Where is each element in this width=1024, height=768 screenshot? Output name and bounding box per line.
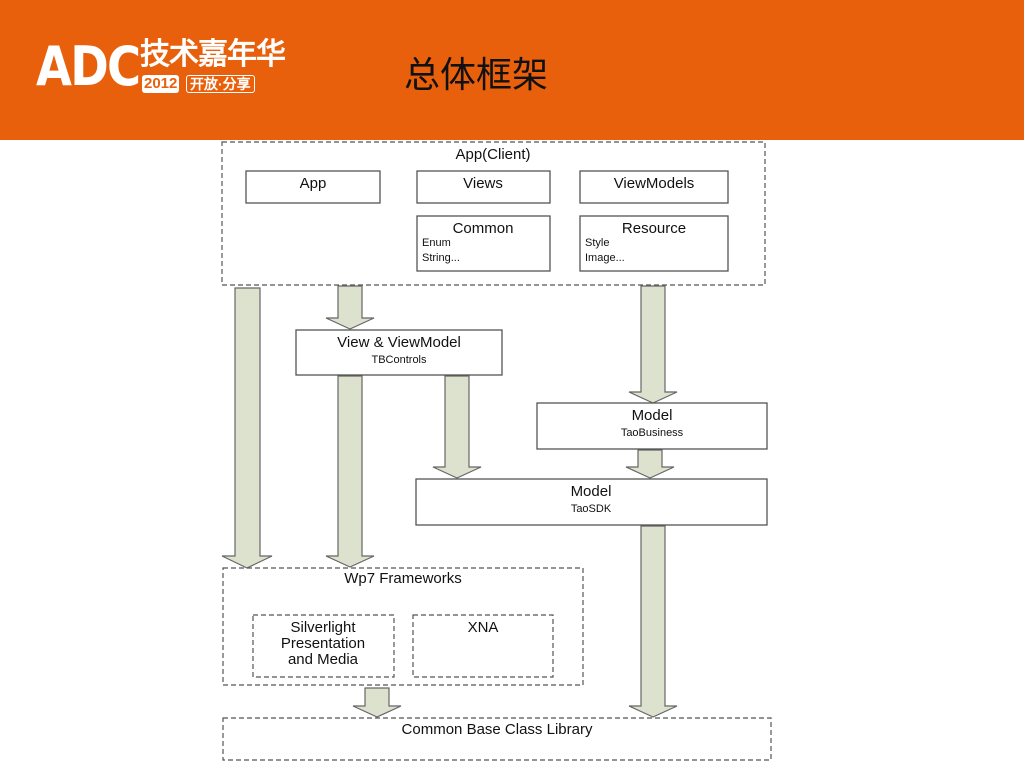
viewmodels-label: ViewModels — [614, 175, 695, 192]
frameworks-group-border — [222, 567, 584, 686]
header-bar: ADC 技术嘉年华 2012 开放·分享 总体框架 — [0, 0, 1024, 140]
resource-box — [579, 215, 729, 272]
silverlight-line: Presentation — [281, 635, 365, 652]
resource-item: Image... — [585, 252, 625, 264]
app-box — [245, 170, 381, 204]
common-label: Common — [453, 220, 514, 237]
model-business-sub: TaoBusiness — [621, 427, 684, 439]
arrow-frameworks-to-base-library — [352, 687, 402, 718]
views-label: Views — [463, 175, 503, 192]
app-label: App — [300, 175, 327, 192]
viewmodels-box — [579, 170, 729, 204]
frameworks-group-label: Wp7 Frameworks — [344, 570, 462, 587]
slide-title: 总体框架 — [404, 55, 549, 96]
view-viewmodel-label: View & ViewModel — [337, 334, 461, 351]
model-sdk-sub: TaoSDK — [571, 503, 612, 515]
view-viewmodel-box — [295, 329, 503, 376]
model-sdk-label: Model — [571, 483, 612, 500]
views-box — [416, 170, 551, 204]
model-business-box — [536, 402, 768, 450]
arrow-model-sdk-to-base-library — [628, 525, 678, 718]
base-library-label: Common Base Class Library — [402, 721, 593, 738]
arrow-view-viewmodel-to-model-sdk — [432, 375, 482, 479]
arrow-client-to-model-business — [628, 285, 678, 404]
arrow-model-business-to-model-sdk — [625, 449, 675, 479]
silverlight-line: and Media — [288, 651, 359, 668]
common-item: String... — [422, 252, 460, 264]
base-library-box — [222, 717, 772, 761]
xna-box — [412, 614, 554, 678]
adc-logo: ADC 技术嘉年华 2012 开放·分享 — [36, 38, 286, 102]
logo-event-name: 技术嘉年华 — [140, 37, 286, 72]
resource-item: Style — [585, 237, 609, 249]
client-group-label: App(Client) — [455, 146, 530, 163]
arrow-client-to-view-viewmodel — [325, 285, 375, 330]
silverlight-line: Silverlight — [290, 619, 356, 636]
common-item: Enum — [422, 237, 451, 249]
logo-brand: ADC — [36, 35, 141, 98]
model-sdk-box — [415, 478, 768, 526]
logo-slogan: 开放·分享 — [186, 75, 255, 93]
silverlight-box — [252, 614, 395, 678]
client-group-border — [221, 141, 766, 286]
arrow-view-viewmodel-to-frameworks — [325, 375, 375, 568]
xna-label: XNA — [468, 619, 499, 636]
common-box — [416, 215, 551, 272]
view-viewmodel-sub: TBControls — [371, 354, 427, 366]
resource-label: Resource — [622, 220, 686, 237]
logo-year: 2012 — [142, 75, 180, 93]
arrow-client-to-frameworks — [221, 287, 273, 569]
model-business-label: Model — [632, 407, 673, 424]
